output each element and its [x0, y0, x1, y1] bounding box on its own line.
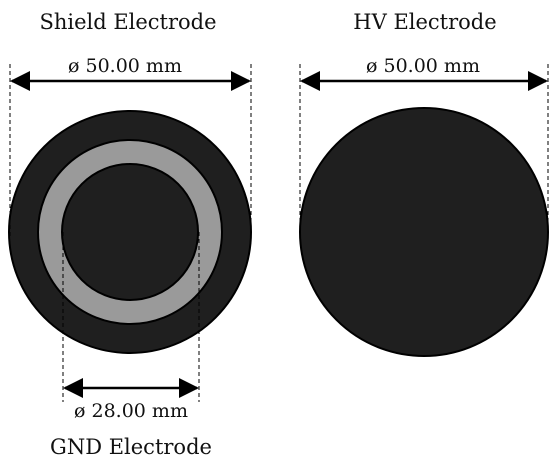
shield-diameter-label: ø 50.00 mm [68, 55, 182, 77]
hv-diameter-label: ø 50.00 mm [366, 55, 480, 77]
hv-electrode-title: HV Electrode [353, 10, 496, 34]
gnd-electrode-disc [61, 163, 199, 301]
shield-electrode [8, 110, 252, 354]
gnd-electrode-title: GND Electrode [50, 435, 212, 459]
hv-electrode-disc [299, 107, 549, 357]
gnd-diameter-label: ø 28.00 mm [74, 400, 188, 422]
shield-electrode-title: Shield Electrode [39, 10, 216, 34]
